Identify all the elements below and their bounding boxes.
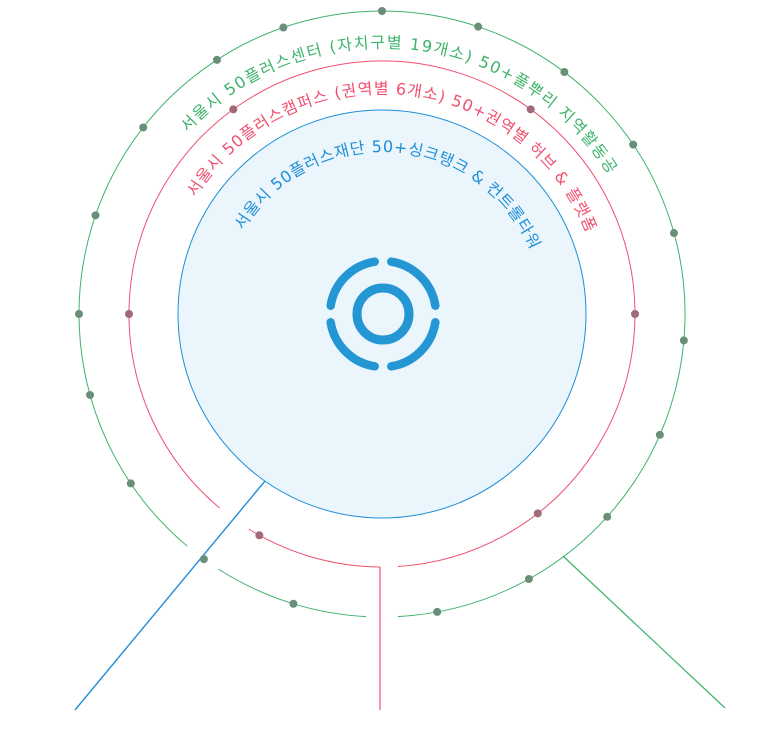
outer-ring-node bbox=[289, 599, 298, 608]
middle-ring-node bbox=[631, 310, 639, 318]
outer-ring-node bbox=[75, 310, 83, 318]
middle-ring-node bbox=[125, 310, 133, 318]
outer-ring-node bbox=[139, 123, 148, 132]
outer-ring-node bbox=[603, 512, 612, 521]
connector-line-center bbox=[562, 555, 726, 709]
outer-ring-node bbox=[91, 211, 100, 220]
outer-ring-node bbox=[655, 430, 664, 439]
icon-outer-arc bbox=[387, 318, 440, 371]
middle-ring-node bbox=[533, 509, 542, 518]
middle-ring-arc bbox=[248, 528, 380, 568]
connector-line-foundation bbox=[74, 480, 266, 711]
outer-ring-node bbox=[378, 7, 386, 15]
outer-ring-node bbox=[679, 336, 688, 345]
icon-inner-ring bbox=[352, 283, 414, 345]
icon-outer-arc bbox=[326, 257, 379, 310]
outer-ring-node bbox=[524, 575, 533, 584]
outer-ring-node bbox=[199, 555, 208, 564]
outer-ring-node bbox=[279, 23, 288, 32]
icon-outer-arc bbox=[387, 257, 440, 310]
outer-ring-arc bbox=[218, 568, 367, 618]
outer-ring-node bbox=[669, 229, 678, 238]
middle-ring-node bbox=[526, 105, 535, 114]
icon-outer-arc bbox=[326, 318, 379, 371]
middle-ring-node bbox=[255, 531, 264, 540]
outer-ring-node bbox=[560, 68, 569, 77]
outer-ring-node bbox=[474, 22, 483, 31]
outer-ring-node bbox=[212, 55, 221, 64]
outer-ring-node bbox=[433, 607, 442, 616]
outer-ring-node bbox=[86, 390, 95, 399]
outer-ring-node bbox=[629, 140, 638, 149]
target-icon bbox=[326, 257, 440, 371]
outer-ring-node bbox=[126, 479, 135, 488]
middle-ring-node bbox=[229, 105, 238, 114]
inner-circle-foundation bbox=[177, 109, 587, 519]
